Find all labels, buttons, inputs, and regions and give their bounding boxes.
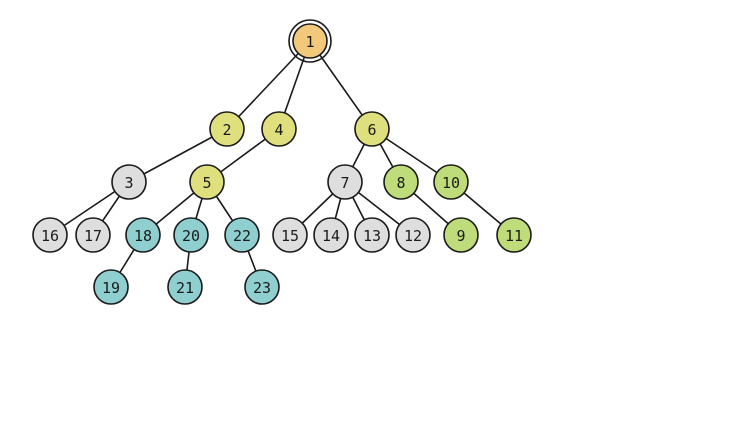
node-circle [244,269,280,305]
node-circle [354,217,390,253]
node-label: 18 [134,227,152,245]
node-circle [395,217,431,253]
node-7: 7 [327,164,363,200]
node-21: 21 [167,269,203,305]
node-label: 20 [182,227,200,245]
node-8: 8 [383,164,419,200]
node-label: 10 [442,174,460,192]
node-17: 17 [75,217,111,253]
node-14: 14 [313,217,349,253]
node-20: 20 [173,217,209,253]
node-circle [111,164,147,200]
node-circle [292,23,328,59]
node-5: 5 [189,164,225,200]
node-label: 17 [84,227,102,245]
node-4: 4 [261,111,297,147]
node-label: 11 [505,227,523,245]
node-22: 22 [224,217,260,253]
node-label: 23 [253,279,271,297]
node-circle [125,217,161,253]
node-12: 12 [395,217,431,253]
node-circle [189,164,225,200]
node-label: 7 [340,174,349,192]
node-label: 13 [363,227,381,245]
node-circle [93,269,129,305]
node-label: 14 [322,227,340,245]
node-circle [272,217,308,253]
node-2: 2 [209,111,245,147]
node-label: 19 [102,279,120,297]
node-label: 6 [367,121,376,139]
node-23: 23 [244,269,280,305]
node-16: 16 [32,217,68,253]
node-circle [496,217,532,253]
node-label: 16 [41,227,59,245]
node-circle [433,164,469,200]
node-circle [32,217,68,253]
node-circle [224,217,260,253]
node-6: 6 [354,111,390,147]
node-circle [443,217,479,253]
edge-1-2 [226,40,311,130]
node-label: 9 [456,227,465,245]
node-11: 11 [496,217,532,253]
node-circle [383,164,419,200]
node-label: 5 [202,174,211,192]
node-label: 8 [396,174,405,192]
node-circle [75,217,111,253]
node-label: 21 [176,279,194,297]
node-18: 18 [125,217,161,253]
node-9: 9 [443,217,479,253]
node-label: 12 [404,227,422,245]
node-10: 10 [433,164,469,200]
node-circle [173,217,209,253]
node-label: 3 [124,174,133,192]
node-label: 1 [305,33,314,51]
edge-1-6 [309,40,373,130]
node-13: 13 [354,217,390,253]
node-circle [354,111,390,147]
node-1: 1 [288,19,332,63]
node-19: 19 [93,269,129,305]
node-label: 2 [222,121,231,139]
node-circle [209,111,245,147]
edge-2-3 [128,128,228,183]
node-circle [261,111,297,147]
node-label: 22 [233,227,251,245]
node-circle [327,164,363,200]
node-circle [167,269,203,305]
node-circle [313,217,349,253]
node-15: 15 [272,217,308,253]
node-label: 4 [274,121,283,139]
node-label: 15 [281,227,299,245]
node-3: 3 [111,164,147,200]
root-ring [288,19,332,63]
